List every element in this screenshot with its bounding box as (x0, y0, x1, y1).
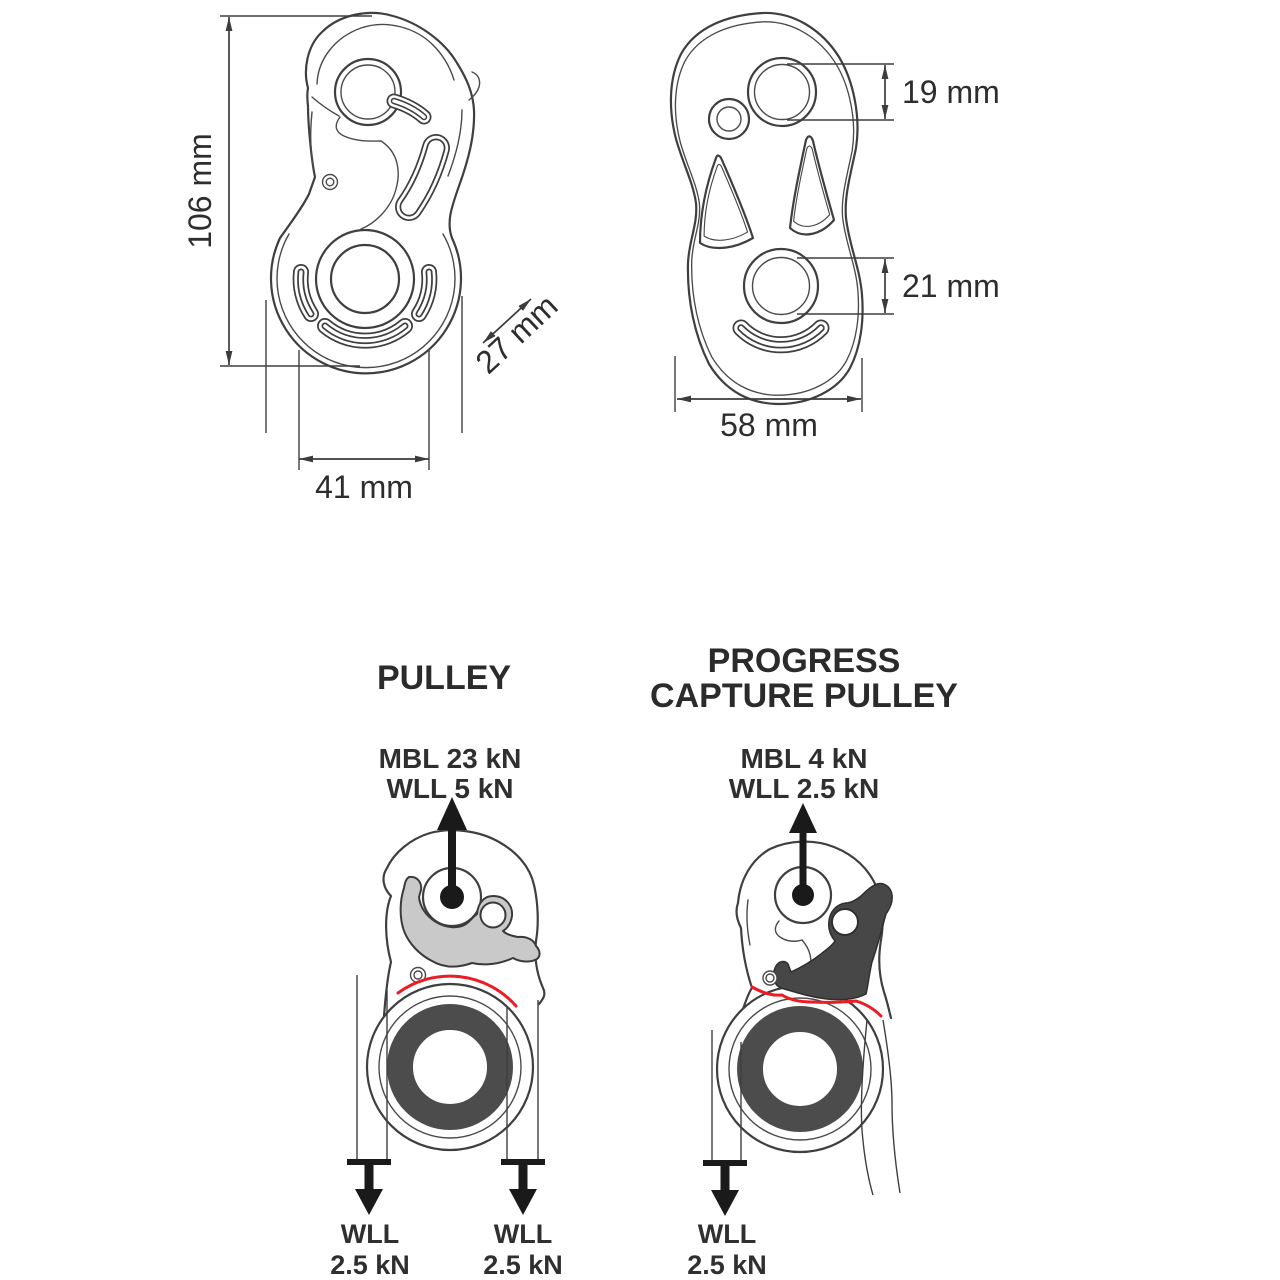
pulley-mode-figure: PULLEY MBL 23 kN WLL 5 kN (330, 659, 563, 1280)
pcp-left-inner-line (746, 899, 751, 946)
pcp-axle-dot (792, 884, 814, 906)
pulley-head-outline (382, 829, 546, 1018)
pcp-rivet-inner (765, 973, 775, 983)
dim-depth: 27 mm (468, 287, 564, 380)
depth-dim-label: 27 mm (468, 287, 564, 380)
dim-hub-width: 41 mm (265, 296, 463, 505)
progress-capture-figure: PROGRESS CAPTURE PULLEY MBL 4 kN WLL 2.5… (650, 642, 958, 1280)
pulley-rope-path (396, 974, 518, 1008)
gate-hinge-bump (468, 71, 481, 101)
pcp-head-outline (735, 840, 893, 1020)
height-dim-label: 106 mm (182, 133, 218, 249)
pulley-cam-released (399, 875, 541, 968)
front-view-inner-outline (674, 21, 860, 396)
pulley-mbl: MBL 23 kN (379, 743, 522, 774)
pulley-wll: WLL 5 kN (386, 773, 513, 804)
bottom-arc-slot (317, 318, 413, 349)
plate-sweep-line (360, 140, 399, 230)
pcp-body-inner-rim (728, 997, 872, 1141)
pcp-cam-hole (831, 908, 859, 936)
top-hole-dim-label: 19 mm (902, 74, 1000, 110)
top-hole-inner (753, 63, 811, 121)
front-view-figure: 19 mm 21 mm 58 mm (669, 11, 1000, 443)
front-right-slot (788, 135, 836, 236)
hub-inner-circle (329, 243, 401, 315)
eye-hole-inner (340, 64, 396, 120)
pcp-end-wll: WLL (698, 1219, 756, 1249)
hub-dim-label: 41 mm (315, 469, 413, 505)
front-left-slot (698, 154, 755, 250)
pulley-sheave (387, 1004, 513, 1130)
pcp-rivet (762, 970, 778, 986)
pulley-axle-dot (440, 885, 464, 909)
pulley-anchor-arrow (437, 797, 467, 909)
right-inner-edge (447, 109, 463, 177)
dim-axle-hole: 21 mm (797, 257, 1000, 315)
eye-side-slot (386, 93, 432, 125)
pcp-title-line1: PROGRESS (708, 642, 901, 680)
hook-inner-edge (316, 23, 455, 85)
left-inner-edge (309, 111, 315, 171)
gate-nose-line (311, 96, 340, 117)
front-view-outline (669, 11, 864, 406)
pulley-right-end-wll: WLL (494, 1219, 552, 1249)
side-view-outline (269, 11, 476, 375)
pulley-right-end-value: 2.5 kN (483, 1250, 563, 1280)
pcp-title-line2: CAPTURE PULLEY (650, 677, 958, 715)
dim-height: 106 mm (182, 15, 372, 367)
body-inner-rim (276, 233, 456, 369)
pulley-rivet-inner (413, 970, 423, 980)
small-hole-outer (707, 97, 751, 141)
top-hole-outer (746, 56, 818, 128)
wedge-slot (395, 134, 450, 221)
hub-outer-circle (314, 228, 416, 330)
pcp-sheave (737, 1006, 863, 1132)
rivet-outer (321, 173, 339, 191)
pulley-left-load-arrow (347, 1159, 391, 1215)
pcp-anchor-arrow (789, 803, 817, 906)
pcp-rope-strands (711, 1019, 901, 1196)
axle-hole-dim-label: 21 mm (902, 268, 1000, 304)
pulley-right-load-arrow (501, 1159, 545, 1215)
pulley-rope-strands (356, 975, 539, 1161)
pulley-body-inner-rim (378, 995, 522, 1139)
pcp-rope-path (750, 985, 883, 1018)
axle-hole-inner (751, 256, 811, 316)
width-dim-label: 58 mm (720, 407, 818, 443)
left-arc-slot (292, 264, 319, 322)
dim-width: 58 mm (674, 356, 863, 443)
axle-hole-outer (742, 247, 820, 325)
dim-top-hole: 19 mm (787, 63, 1000, 121)
pcp-cam-engaged (773, 882, 893, 1001)
pcp-load-arrow (703, 1160, 747, 1216)
pulley-title: PULLEY (377, 659, 511, 697)
pcp-mbl: MBL 4 kN (740, 743, 867, 774)
pcp-end-value: 2.5 kN (687, 1250, 767, 1280)
small-hole-inner (716, 106, 742, 132)
pcp-nose-line1 (774, 920, 803, 942)
nose-under-eye (335, 116, 382, 142)
pcp-wll: WLL 2.5 kN (729, 773, 879, 804)
rivet-inner (325, 177, 335, 187)
eye-hole-outer (333, 57, 403, 127)
side-view-figure: 106 mm 41 mm 27 mm (182, 11, 565, 505)
pulley-left-end-wll: WLL (341, 1219, 399, 1249)
pulley-cam-hole (479, 901, 507, 929)
pulley-left-end-value: 2.5 kN (330, 1250, 410, 1280)
right-arc-slot (411, 264, 438, 322)
front-bottom-slot (732, 319, 830, 354)
